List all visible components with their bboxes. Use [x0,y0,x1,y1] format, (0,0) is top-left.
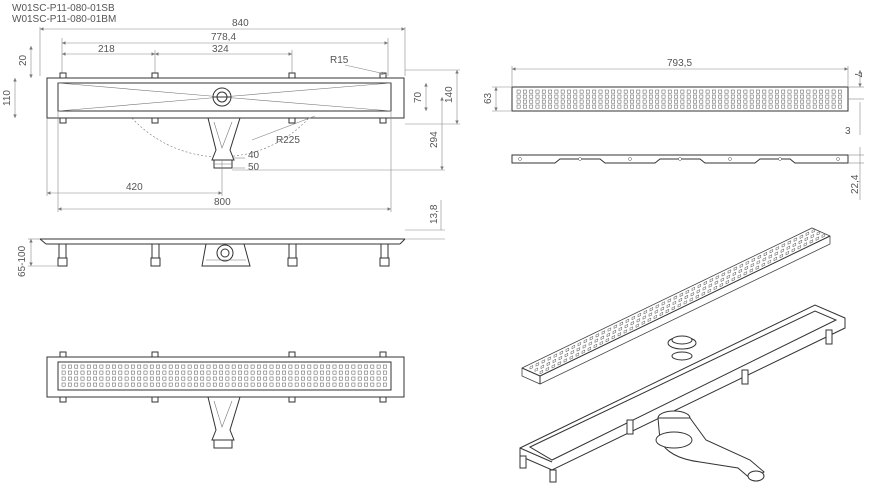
dim-218: 218 [98,44,115,55]
product-code-1: W01SC-P11-080-01SB [12,3,115,14]
dim-3: 3 [845,126,851,137]
dim-294: 294 [429,131,440,148]
side-view: 13,8 65-100 [17,200,445,277]
grate-top-view [46,351,405,449]
dim-793-5: 793,5 [667,58,692,69]
isometric-view [519,227,846,483]
grate-views: 793,5 63 7 3 22,4 [483,58,864,200]
dim-140: 140 [444,86,455,103]
dim-63: 63 [483,92,494,104]
dim-r15: R15 [330,55,349,66]
dim-840: 840 [232,18,249,29]
dim-65-100: 65-100 [17,245,28,277]
top-view: 840 778,4 218 324 20 110 [2,18,460,212]
dim-22-4: 22,4 [850,174,861,194]
dim-50: 50 [248,162,260,173]
dim-13-8: 13,8 [429,204,440,224]
dim-r225: R225 [276,135,300,146]
dim-800: 800 [214,197,231,208]
product-code-2: W01SC-P11-080-01BM [12,14,116,25]
dim-7: 7 [852,72,863,78]
dim-778-4: 778,4 [211,32,236,43]
dim-70: 70 [413,91,424,103]
dim-110: 110 [2,90,13,106]
dim-40: 40 [248,150,260,161]
dim-324: 324 [212,44,229,55]
dim-420: 420 [126,182,143,193]
dim-20: 20 [18,54,29,66]
